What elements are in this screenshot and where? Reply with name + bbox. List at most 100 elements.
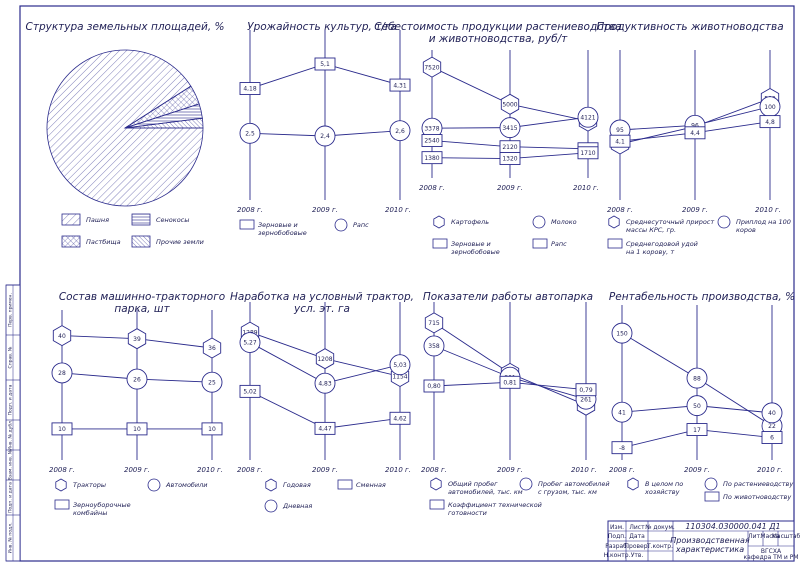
data-point-shape: [499, 117, 521, 139]
data-point: 4121: [577, 106, 599, 128]
panel-title: Состав машинно-тракторного: [59, 291, 225, 303]
title-block-field: Т.контр.: [646, 543, 673, 550]
drawing-name: Производственная: [670, 536, 750, 545]
legend-icon: [519, 477, 533, 491]
data-point: 2,4: [314, 125, 336, 147]
data-point: 5000: [500, 93, 520, 115]
side-stamp-label: Инв. № подл.: [8, 522, 14, 553]
data-point-shape: [686, 423, 708, 436]
year-label: 2009 г.: [497, 184, 523, 192]
title-block-field: Масса: [760, 533, 779, 540]
title-block: 110304.030000.041 Д1Производственнаяхара…: [604, 520, 800, 562]
legend-icon: [607, 238, 623, 249]
data-point-label: 0,80: [427, 383, 441, 390]
panel-title: и животноводства, руб/т: [429, 33, 568, 45]
year-label: 2008 г.: [49, 466, 75, 474]
data-point: 0,79: [575, 383, 597, 397]
organization: кафедра ТМ и РМ: [743, 554, 798, 561]
legend-label: готовности: [448, 509, 487, 517]
title-block-field: Утв.: [631, 552, 644, 559]
data-point-label: 2,4: [320, 133, 330, 140]
data-point: 2,5: [239, 122, 261, 144]
data-point-label: 2,5: [245, 131, 255, 138]
data-point-shape: [686, 367, 708, 389]
data-point: 0,80: [423, 379, 445, 393]
data-point-shape: [239, 82, 261, 95]
year-label: 2008 г.: [607, 206, 633, 214]
data-point-shape: [202, 337, 222, 359]
data-point-shape: [684, 126, 706, 140]
data-point-label: 10: [133, 426, 141, 433]
data-point-label: 36: [208, 345, 216, 352]
data-point: 715: [424, 312, 444, 334]
legend-label: Пастбища: [86, 238, 121, 246]
panel-profitability: Рентабельность производства, %2008 г.200…: [609, 291, 795, 502]
data-point: 1710: [577, 146, 599, 160]
data-point-shape: [51, 362, 73, 384]
data-point: 0,81: [499, 375, 521, 389]
year-label: 2009 г.: [124, 466, 150, 474]
data-point-shape: [126, 368, 148, 390]
data-point: -8: [611, 441, 633, 455]
data-point: 40: [52, 325, 72, 347]
year-label: 2009 г.: [682, 206, 708, 214]
year-label: 2010 г.: [385, 206, 411, 214]
legend-label: Сменная: [356, 481, 386, 489]
legend-icon: [717, 215, 731, 229]
data-point: 88: [686, 367, 708, 389]
year-label: 2010 г.: [197, 466, 223, 474]
legend-label: Сенокосы: [156, 216, 189, 224]
legend-icon: [55, 478, 67, 492]
legend-label: Зерновые и: [258, 221, 298, 229]
data-point-shape: [51, 422, 73, 436]
data-point: 39: [127, 328, 147, 350]
panel-title: Урожайность культур, т/га: [247, 21, 397, 33]
drawing-name: характеристика: [675, 545, 744, 554]
legend-icon: [429, 499, 445, 510]
legend-label: Среднегодовой удой: [626, 240, 698, 248]
data-point-label: 1154: [392, 374, 407, 381]
data-point-shape: [759, 115, 781, 129]
side-stamp-label: Инв. № дубл.: [8, 420, 14, 451]
data-point-label: 1380: [424, 155, 439, 162]
side-stamp-label: Взам. инв. №: [8, 449, 14, 480]
title-block-field: Изм.: [610, 524, 624, 531]
data-point-label: 5,03: [393, 362, 407, 369]
title-block-field: Подп.: [608, 533, 626, 540]
data-point: 36: [202, 337, 222, 359]
panel-cost: Себестоимость продукции растениеводстваи…: [374, 21, 622, 256]
year-label: 2009 г.: [312, 466, 338, 474]
data-point-shape: [421, 134, 443, 147]
year-label: 2010 г.: [573, 184, 599, 192]
data-point: 4,4: [684, 126, 706, 140]
year-label: 2010 г.: [757, 466, 783, 474]
data-point: 1320: [499, 152, 521, 165]
legend-label: Пашня: [86, 216, 109, 224]
data-point-label: 2540: [424, 138, 439, 145]
year-label: 2008 г.: [237, 466, 263, 474]
data-point-shape: [201, 422, 223, 436]
data-point: 50: [686, 395, 708, 417]
title-block-field: № докум.: [645, 524, 675, 531]
data-point: 40: [761, 402, 783, 424]
legend-icon: [532, 215, 546, 229]
legend-label: Годовая: [283, 481, 311, 489]
data-point-shape: [609, 134, 631, 148]
data-point-label: 715: [428, 320, 440, 327]
title-block-field: Масштаб: [772, 533, 800, 540]
data-point-label: 2120: [502, 144, 517, 151]
data-point-label: 261: [580, 396, 592, 403]
data-point-label: 150: [616, 330, 628, 337]
legend-icon: [54, 499, 70, 510]
data-point: 2540: [421, 134, 443, 147]
data-point-shape: [389, 411, 411, 425]
data-point-shape: [389, 78, 411, 92]
legend-label: Среднесуточный прирост: [626, 218, 714, 226]
panel-title: Рентабельность производства, %: [609, 291, 795, 303]
data-point: 41: [611, 401, 633, 423]
data-point-label: 10: [208, 426, 216, 433]
data-point-label: 41: [618, 409, 626, 416]
panel-title: Продуктивность животноводства: [596, 21, 783, 33]
